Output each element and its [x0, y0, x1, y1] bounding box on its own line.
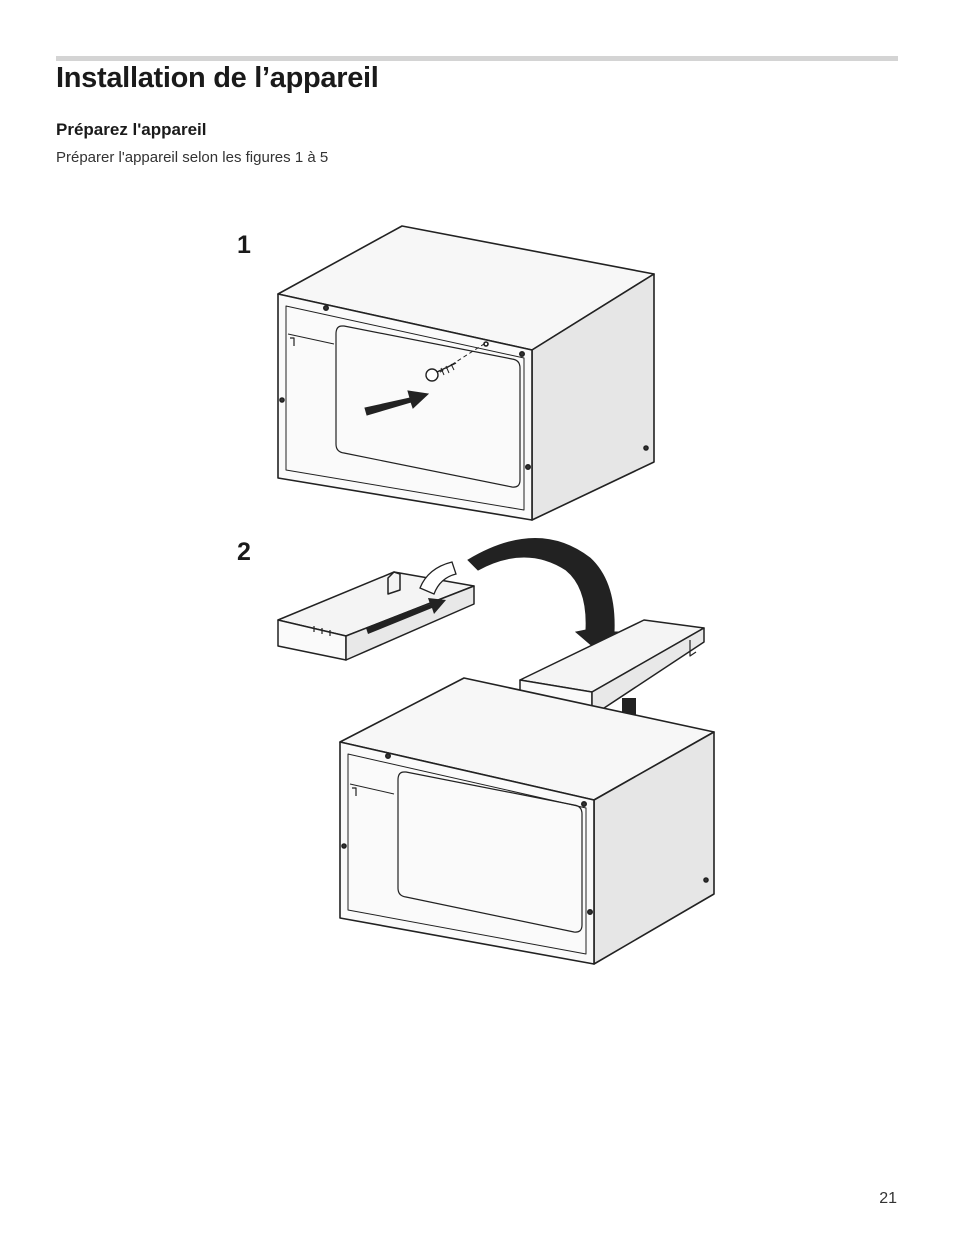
section-heading: Préparez l'appareil [56, 120, 207, 139]
figure-1-illustration [277, 225, 655, 521]
figure-1-label: 1 [237, 231, 251, 259]
figure-2-label: 2 [237, 538, 251, 566]
instruction-text: Préparer l'appareil selon les figures 1 … [56, 149, 329, 166]
figure-2-illustration [277, 538, 715, 965]
page-number: 21 [879, 1190, 897, 1207]
page-title: Installation de l’appareil [56, 62, 379, 94]
header-rule [56, 56, 898, 61]
